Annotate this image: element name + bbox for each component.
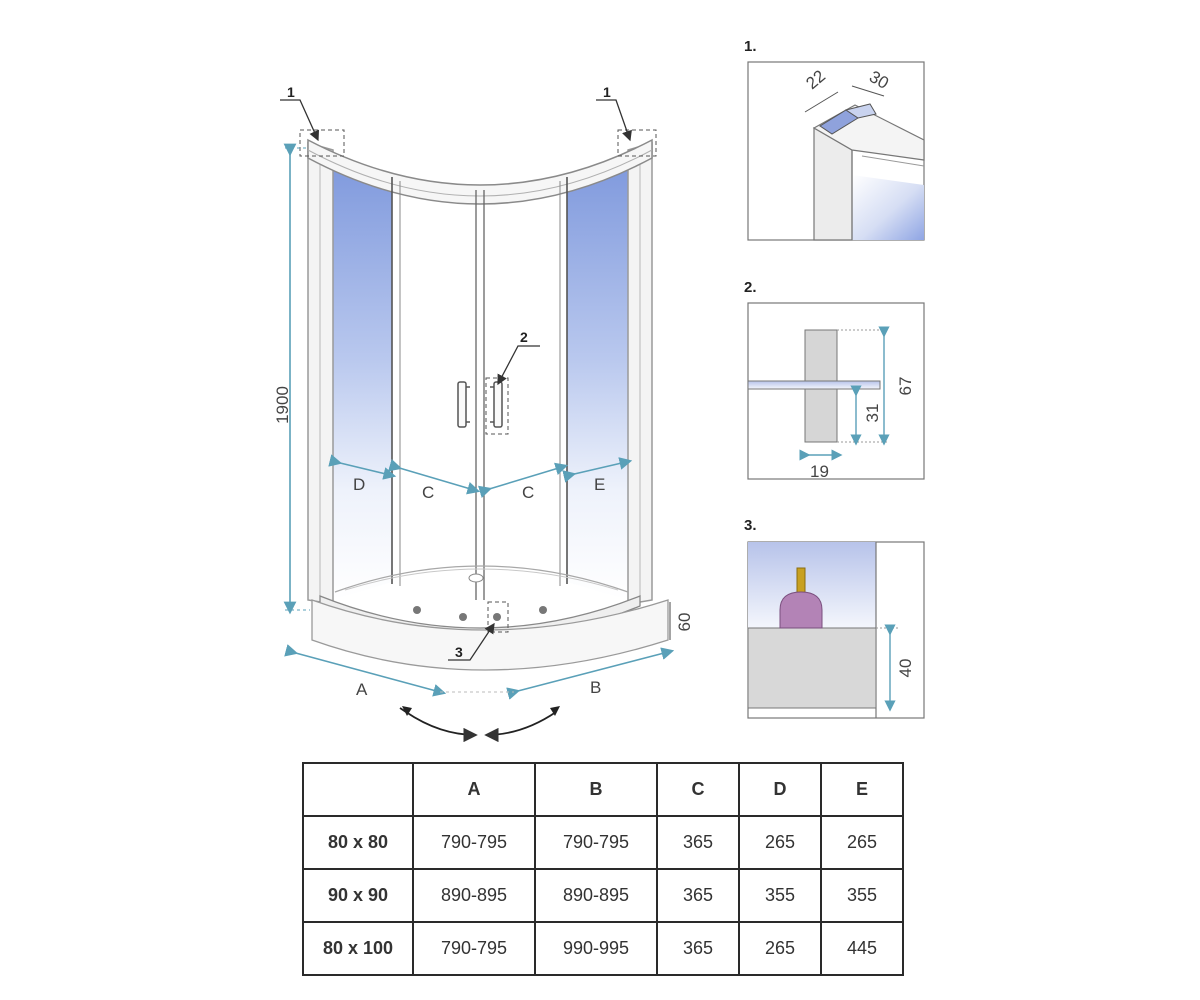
door-swing-arrows (399, 706, 560, 743)
door-handles (457, 381, 503, 428)
label-b: B (590, 678, 601, 697)
label-a: A (356, 680, 368, 699)
left-glass-panel (333, 162, 392, 600)
callout-number-1-right: 1 (603, 84, 611, 100)
cell-b: 890-895 (534, 868, 658, 923)
cell-c: 365 (656, 815, 740, 870)
callout-leaders (280, 99, 632, 661)
cell-b: 990-995 (534, 921, 658, 976)
detail-3-dim-height: 40 (896, 659, 915, 678)
callout-number-1-left: 1 (287, 84, 295, 100)
dimensions-table-wrapper: A B C D E 80 x 80 790-795 790-795 365 26… (302, 762, 904, 976)
cell-b: 790-795 (534, 815, 658, 870)
cell-a: 890-895 (412, 868, 536, 923)
label-c-left: C (422, 483, 434, 502)
header-b: B (534, 762, 658, 817)
callout-number-2: 2 (520, 329, 528, 345)
detail-3-title: 3. (744, 517, 757, 534)
detail-2-title: 2. (744, 279, 757, 296)
row-size: 80 x 80 (302, 815, 414, 870)
detail-2-dim-lower: 31 (863, 404, 882, 423)
cell-e: 265 (820, 815, 904, 870)
cell-c: 365 (656, 921, 740, 976)
cell-c: 365 (656, 868, 740, 923)
table-row: 90 x 90 890-895 890-895 365 355 355 (302, 868, 904, 923)
detail-3-panel (747, 541, 925, 719)
header-a: A (412, 762, 536, 817)
tray-height-label: 60 (675, 613, 694, 632)
detail-2-panel (747, 302, 925, 480)
cell-d: 265 (738, 815, 822, 870)
label-e: E (594, 475, 605, 494)
detail-1-title: 1. (744, 38, 757, 55)
label-d: D (353, 475, 365, 494)
table-row: 80 x 100 790-795 990-995 365 265 445 (302, 921, 904, 976)
header-empty (302, 762, 414, 817)
row-size: 80 x 100 (302, 921, 414, 976)
cell-a: 790-795 (412, 921, 536, 976)
top-rail (307, 138, 653, 205)
dimensions-table: A B C D E 80 x 80 790-795 790-795 365 26… (302, 762, 904, 976)
dimension-lines (283, 143, 675, 700)
detail-2-dim-width: 19 (810, 462, 829, 481)
header-e: E (820, 762, 904, 817)
label-c-right: C (522, 483, 534, 502)
cell-e: 355 (820, 868, 904, 923)
height-label: 1900 (273, 386, 292, 424)
cell-a: 790-795 (412, 815, 536, 870)
table-header-row: A B C D E (302, 762, 904, 817)
product-diagram: 1 1 2 3 1900 60 A B D C C E 1. (273, 38, 925, 743)
cell-d: 355 (738, 868, 822, 923)
cell-e: 445 (820, 921, 904, 976)
callout-number-3: 3 (455, 644, 463, 660)
right-glass-panel (567, 162, 628, 600)
row-size: 90 x 90 (302, 868, 414, 923)
header-c: C (656, 762, 740, 817)
detail-1-panel (747, 61, 925, 241)
header-d: D (738, 762, 822, 817)
table-row: 80 x 80 790-795 790-795 365 265 265 (302, 815, 904, 870)
shower-enclosure (299, 129, 669, 671)
cell-d: 265 (738, 921, 822, 976)
detail-2-dim-height: 67 (896, 377, 915, 396)
